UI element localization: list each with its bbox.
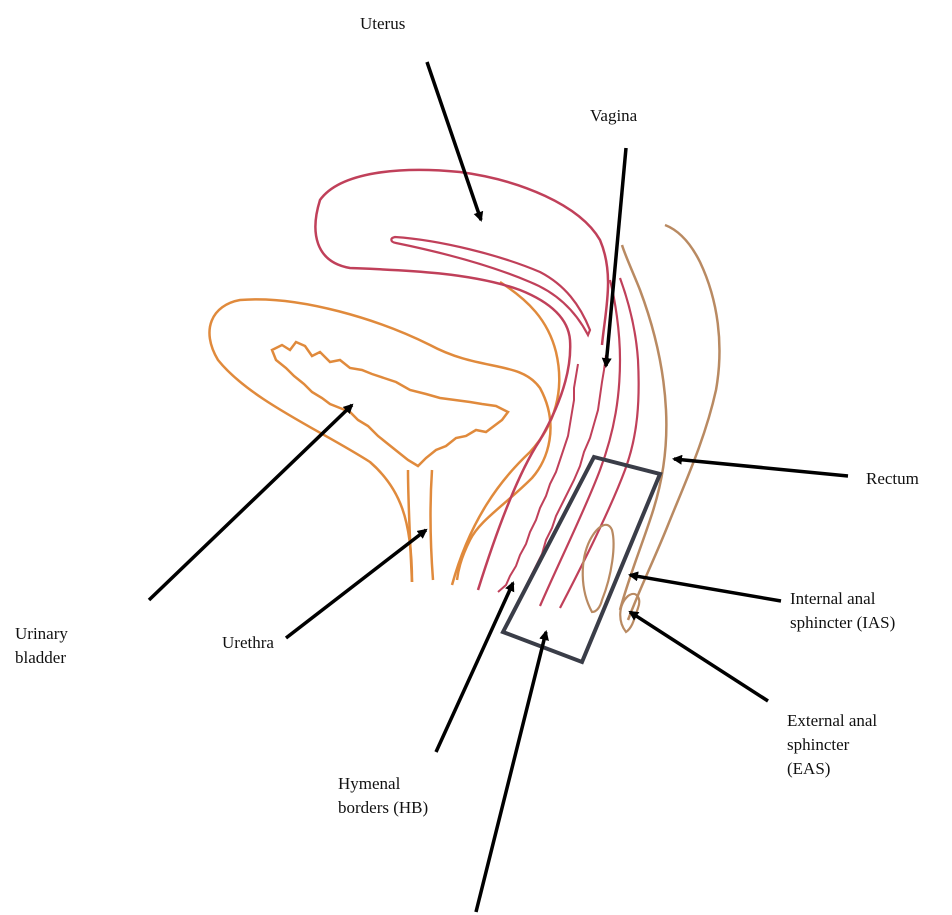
label-eas-line1: External anal	[787, 709, 877, 733]
vagina-arrow	[606, 148, 626, 366]
label-uterus-text: Uterus	[360, 12, 405, 36]
rectum-wall-right	[628, 225, 719, 620]
label-ias-line2: sphincter (IAS)	[790, 611, 895, 635]
label-urethra-text: Urethra	[222, 631, 274, 655]
ias-arrow	[630, 575, 781, 601]
uterus-outer-wall	[315, 170, 608, 590]
label-hb-line1: Hymenal	[338, 772, 428, 796]
uterine-cavity	[391, 237, 590, 335]
label-rectum: Rectum	[866, 467, 919, 491]
urethra-line-right	[431, 470, 433, 580]
box-pointer-arrow	[476, 632, 546, 912]
hymenal-borders-arrow	[436, 583, 513, 752]
label-internal-anal-sphincter: Internal anal sphincter (IAS)	[790, 587, 895, 635]
urethra-arrow	[286, 530, 426, 638]
label-urinary-bladder-line1: Urinary	[15, 622, 68, 646]
urinary-bladder-arrow	[149, 405, 352, 600]
label-external-anal-sphincter: External anal sphincter (EAS)	[787, 709, 877, 781]
label-eas-line2: sphincter	[787, 733, 877, 757]
label-vagina: Vagina	[590, 104, 637, 128]
label-hb-line2: borders (HB)	[338, 796, 428, 820]
label-hymenal-borders: Hymenal borders (HB)	[338, 772, 428, 820]
uterus-arrow	[427, 62, 481, 220]
vaginal-wall-1	[498, 364, 578, 592]
label-uterus: Uterus	[360, 12, 405, 36]
bladder-outer-wall	[209, 299, 550, 582]
label-urinary-bladder: Urinary bladder	[15, 622, 68, 670]
label-urinary-bladder-line2: bladder	[15, 646, 68, 670]
eas-arrow	[630, 612, 768, 701]
label-urethra: Urethra	[222, 631, 274, 655]
label-eas-line3: (EAS)	[787, 757, 877, 781]
label-rectum-text: Rectum	[866, 467, 919, 491]
urethra-line-left	[408, 470, 412, 582]
label-ias-line1: Internal anal	[790, 587, 895, 611]
rectum-arrow	[674, 459, 848, 476]
label-vagina-text: Vagina	[590, 104, 637, 128]
